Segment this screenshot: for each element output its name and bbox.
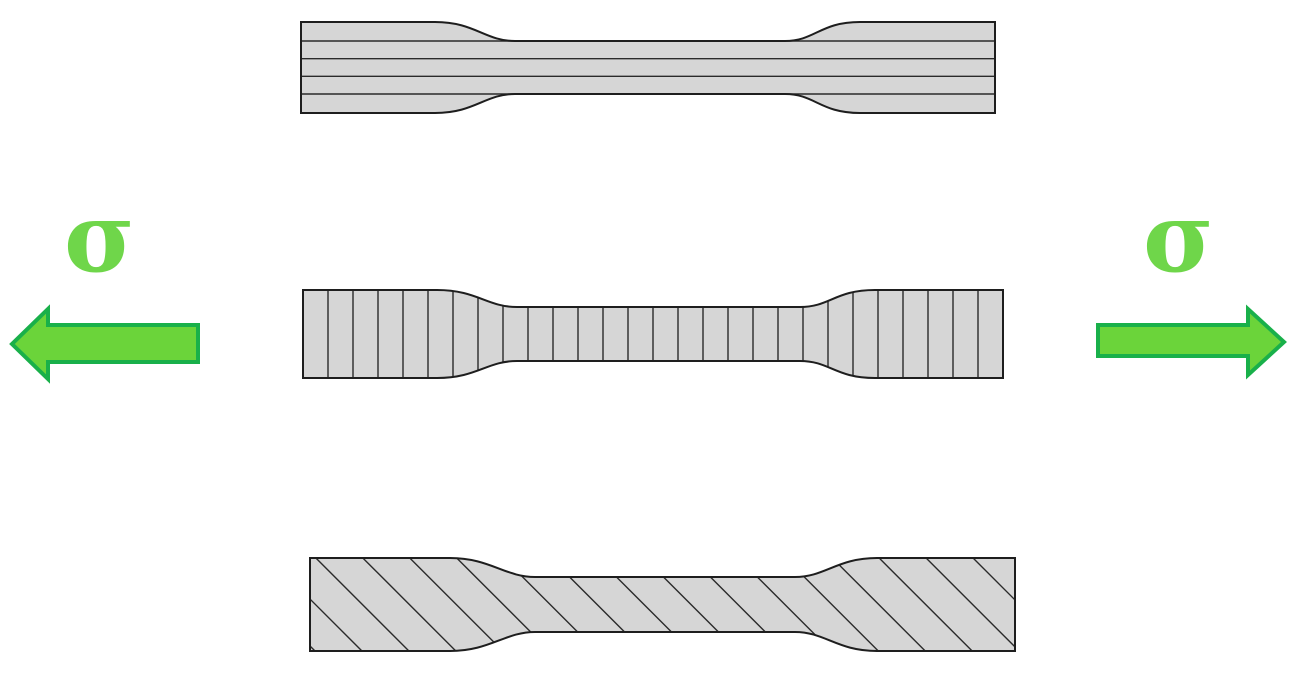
fiber-line (310, 558, 316, 651)
specimen-0-degree (300, 21, 996, 114)
specimen-outline (300, 21, 996, 114)
fiber-line (972, 558, 1015, 651)
specimen-90-degree (302, 289, 1004, 379)
fiber-line (409, 558, 504, 651)
stress-symbol-left: σ (64, 181, 135, 294)
fiber-line (310, 558, 363, 651)
fiber-line (315, 558, 410, 651)
specimen-45-degree (309, 557, 1016, 652)
stress-symbol-right: σ (1143, 181, 1214, 294)
specimen-body (310, 558, 1015, 651)
specimen-outline (309, 557, 1016, 652)
load-arrow-left (9, 304, 200, 384)
load-arrow-right (1096, 304, 1287, 380)
specimen-outline (302, 289, 1004, 379)
fiber-line (878, 558, 973, 651)
fiber-line (831, 558, 926, 651)
fiber-line (925, 558, 1015, 651)
specimen-body (301, 22, 995, 113)
fiber-line (362, 558, 457, 651)
